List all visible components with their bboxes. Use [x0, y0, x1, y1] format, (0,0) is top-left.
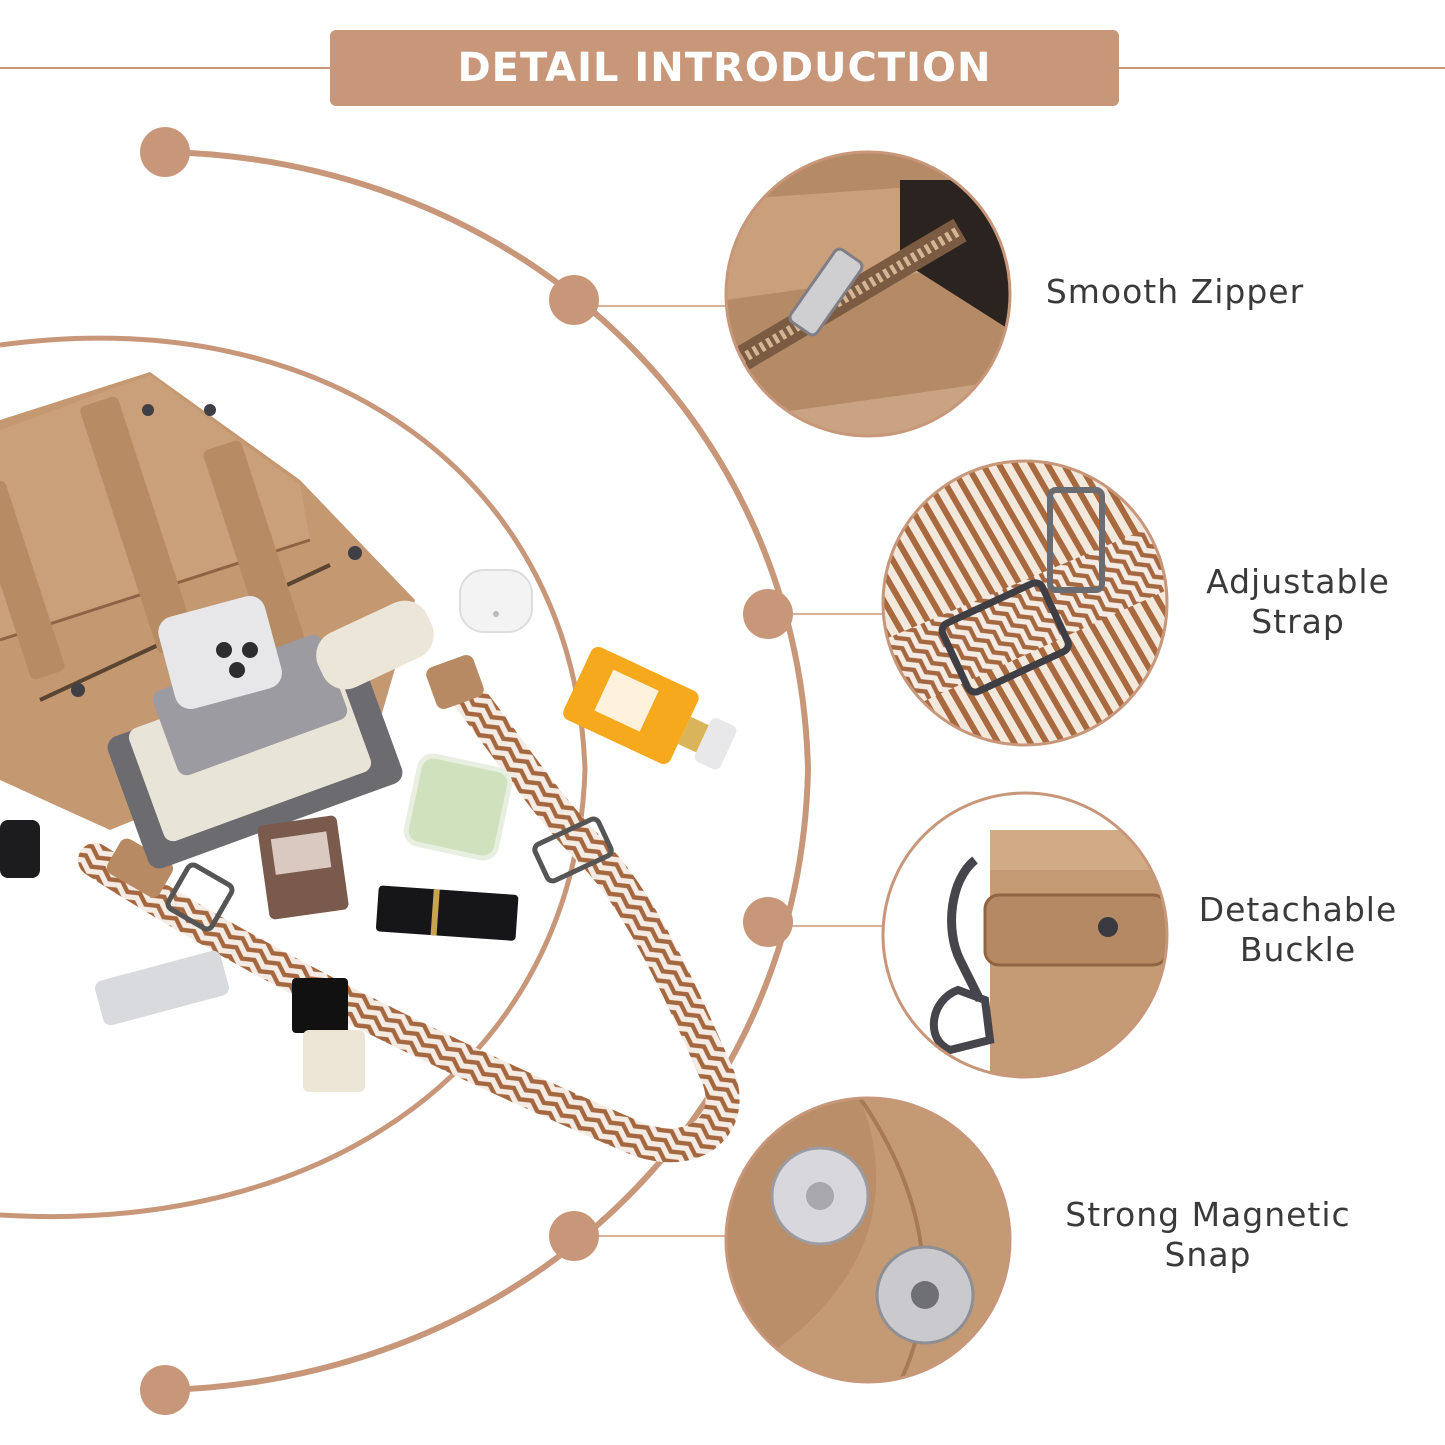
timeline-dot-4: [549, 1211, 599, 1261]
strap-tab-right: [426, 655, 484, 709]
timeline-dot-1: [549, 275, 599, 325]
detail-photo-buckle: [881, 791, 1169, 1079]
timeline-dot-2: [743, 589, 793, 639]
detail-photo-strap: [881, 459, 1169, 747]
timeline-dot-top: [140, 127, 190, 177]
strap-tab-left: [106, 838, 174, 898]
lip-balm: [95, 950, 229, 1026]
detail-photo-zipper: [724, 150, 1012, 438]
perfume-bottle: [563, 646, 737, 770]
header-banner: DETAIL INTRODUCTION: [330, 30, 1119, 106]
crossbody-bag-illustration: [0, 372, 740, 1163]
tablet-2: [152, 634, 348, 776]
outer-arc: [162, 149, 812, 1393]
feature-label-buckle: Detachable Buckle: [1198, 890, 1398, 969]
timeline-dot-bottom: [140, 1365, 190, 1415]
inner-arc: [0, 335, 588, 1219]
page-title: DETAIL INTRODUCTION: [457, 45, 992, 91]
bag-flap: [0, 375, 310, 640]
nail-polish: [292, 978, 365, 1092]
earbuds-case: [459, 569, 533, 633]
umbrella: [316, 600, 434, 690]
feature-label-magnetic-snap: Strong Magnetic Snap: [1065, 1195, 1351, 1274]
timeline-dot-3: [743, 897, 793, 947]
feature-label-zipper: Smooth Zipper: [1045, 272, 1305, 311]
lipstick: [375, 885, 519, 941]
feature-label-strap: Adjustable Strap: [1206, 562, 1390, 641]
green-perfume: [403, 753, 513, 861]
detail-photo-magnetic-snap: [724, 1096, 1012, 1384]
